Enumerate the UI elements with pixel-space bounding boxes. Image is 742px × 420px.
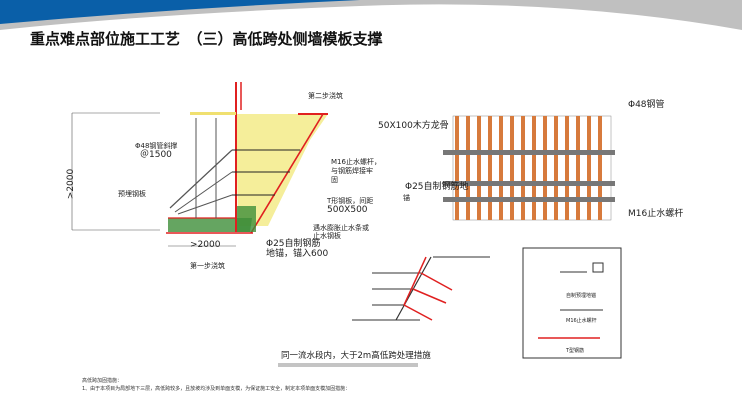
label-plate: 预埋钢板 — [118, 190, 146, 198]
label-waterstop2: 止水钢板 — [313, 232, 341, 240]
label-rebar2-right: 锚 — [403, 194, 410, 202]
label-pipe: Φ48钢管斜撑 — [135, 142, 178, 150]
detail-box — [522, 247, 622, 359]
label-waterstop: 遇水膨胀止水条或 — [313, 224, 369, 232]
label-step1: 第一步浇筑 — [190, 262, 225, 270]
page-title: 重点难点部位施工工艺 （三）高低跨处侧墙模板支撑 — [30, 30, 383, 48]
label-timber: 50X100木方龙骨 — [378, 121, 449, 131]
label-tsize: 500X500 — [327, 205, 368, 215]
label-bolt2: 与钢筋焊接牢 — [331, 167, 373, 175]
label-detail-bolt: M16止水螺杆 — [566, 318, 597, 324]
label-bolt-right: M16止水螺杆 — [628, 209, 684, 219]
mid-drawing — [278, 256, 490, 367]
label-bolt: M16止水螺杆， — [331, 158, 381, 166]
label-width: >2000 — [190, 240, 221, 250]
detail-drawing — [538, 262, 604, 339]
elevation-drawing-right — [443, 115, 615, 221]
section-drawing-left — [71, 82, 328, 247]
label-detail-plate: T型钢筋 — [566, 348, 585, 354]
label-rebar: Φ25自制钢筋 — [266, 239, 321, 249]
label-spacing: ＠1500 — [140, 150, 172, 160]
label-height: >2000 — [66, 168, 77, 200]
label-tplate: T形钢板，间距 — [327, 197, 374, 205]
label-detail-anchor: 自制预埋地锚 — [566, 293, 597, 299]
header-banner — [0, 0, 742, 30]
notes-heading: 高低跨加固措施： — [82, 378, 123, 384]
label-step2: 第二步浇筑 — [308, 92, 343, 100]
label-pipe-right: Φ48钢管 — [628, 100, 665, 110]
mid-caption: 同一流水段内，大于2m高低跨处理措施 — [281, 351, 431, 361]
label-bolt3: 固 — [331, 176, 338, 184]
label-rebar-right: Φ25自制钢筋地 — [405, 182, 469, 192]
label-anchor: 地锚，锚入600 — [266, 249, 329, 259]
notes-line-1: 1、由于本项目为局部地下三层，高低跨较多，且放坡均涉及到单面支模，为保证施工安全… — [82, 386, 351, 392]
